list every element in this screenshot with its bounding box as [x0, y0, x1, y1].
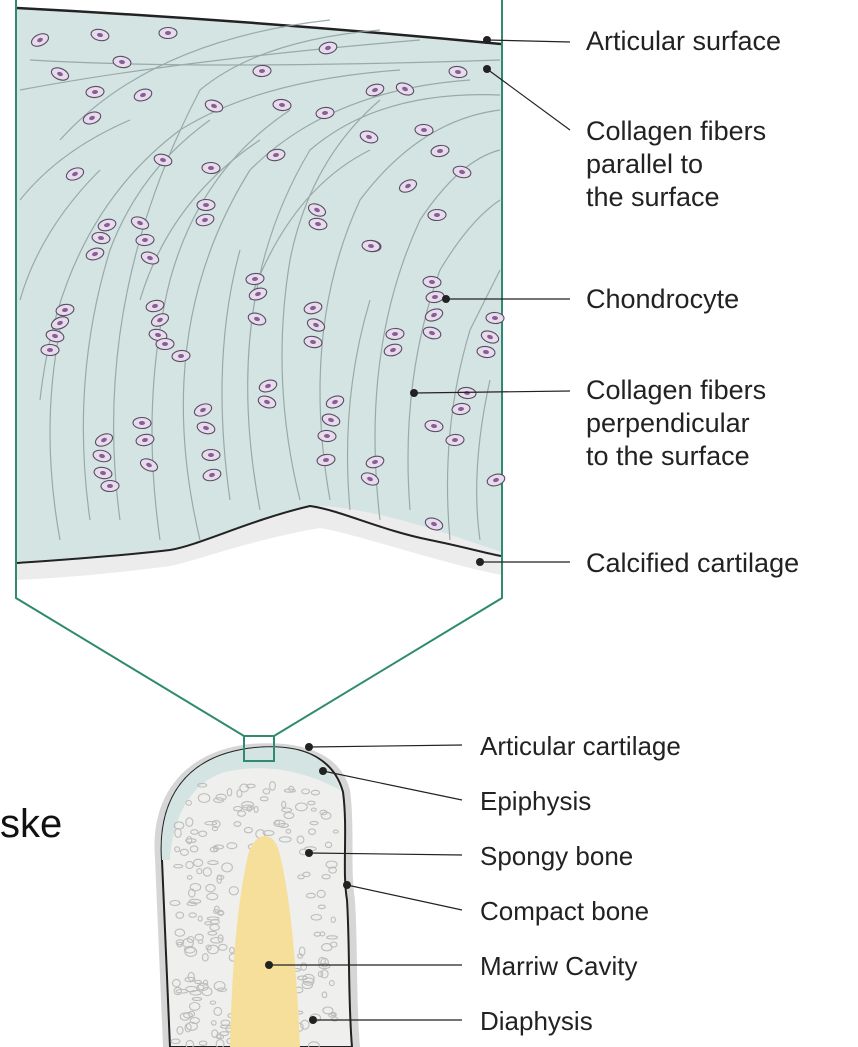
- label-marrow-cavity: Marriw Cavity: [480, 951, 637, 981]
- chondrocyte-cell: [159, 27, 177, 38]
- label-collagen-perpendicular: Collagen fibers perpendicular to the sur…: [586, 374, 766, 473]
- label-compact-bone: Compact bone: [480, 896, 649, 926]
- chondrocyte-cell: [133, 417, 151, 429]
- label-epiphysis: Epiphysis: [480, 786, 591, 816]
- label-collagen-parallel: Collagen fibers parallel to the surface: [586, 115, 766, 214]
- label-articular-cartilage: Articular cartilage: [480, 731, 681, 761]
- chondrocyte-cell: [101, 480, 119, 492]
- label-chondrocyte: Chondrocyte: [586, 284, 739, 314]
- label-articular-surface: Articular surface: [586, 26, 781, 56]
- chondrocyte-cell: [156, 338, 174, 349]
- label-diaphysis: Diaphysis: [480, 1006, 593, 1036]
- chondrocyte-cell: [486, 312, 505, 324]
- chondrocyte-cell: [41, 344, 59, 355]
- chondrocyte-cell: [197, 200, 215, 211]
- chondrocyte-cell: [253, 65, 272, 77]
- bone-section: [154, 736, 360, 1047]
- chondrocyte-cell: [202, 162, 220, 174]
- label-calcified-cartilage: Calcified cartilage: [586, 548, 799, 578]
- chondrocyte-cell: [202, 450, 220, 461]
- chondrocyte-cell: [386, 328, 405, 340]
- label-spongy-bone: Spongy bone: [480, 841, 633, 871]
- magnified-cartilage-section: [16, 0, 506, 736]
- chondrocyte-cell: [428, 209, 446, 221]
- cropped-side-text: ske: [0, 802, 62, 846]
